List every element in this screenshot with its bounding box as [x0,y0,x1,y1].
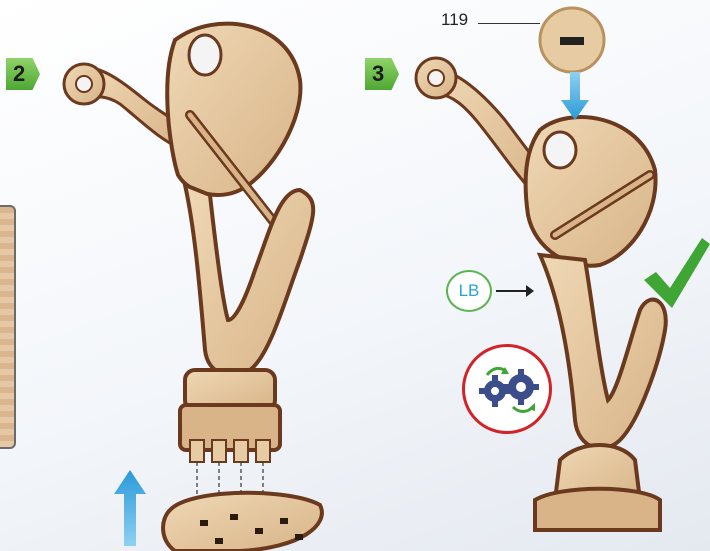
part-119-label: 119 [441,10,468,30]
down-arrow-icon [560,72,590,122]
rotating-gears-icon [465,347,549,431]
lb-badge: LB [446,270,492,312]
up-arrow-icon [112,468,148,548]
part-119-disc [536,4,608,76]
part-119-leader-line [478,23,540,24]
checkmark-icon [642,236,710,312]
lb-pointer-arrow [494,283,534,299]
lb-label: LB [459,281,480,301]
rotating-gears-badge [462,344,552,434]
step-2-illustration [0,0,360,551]
